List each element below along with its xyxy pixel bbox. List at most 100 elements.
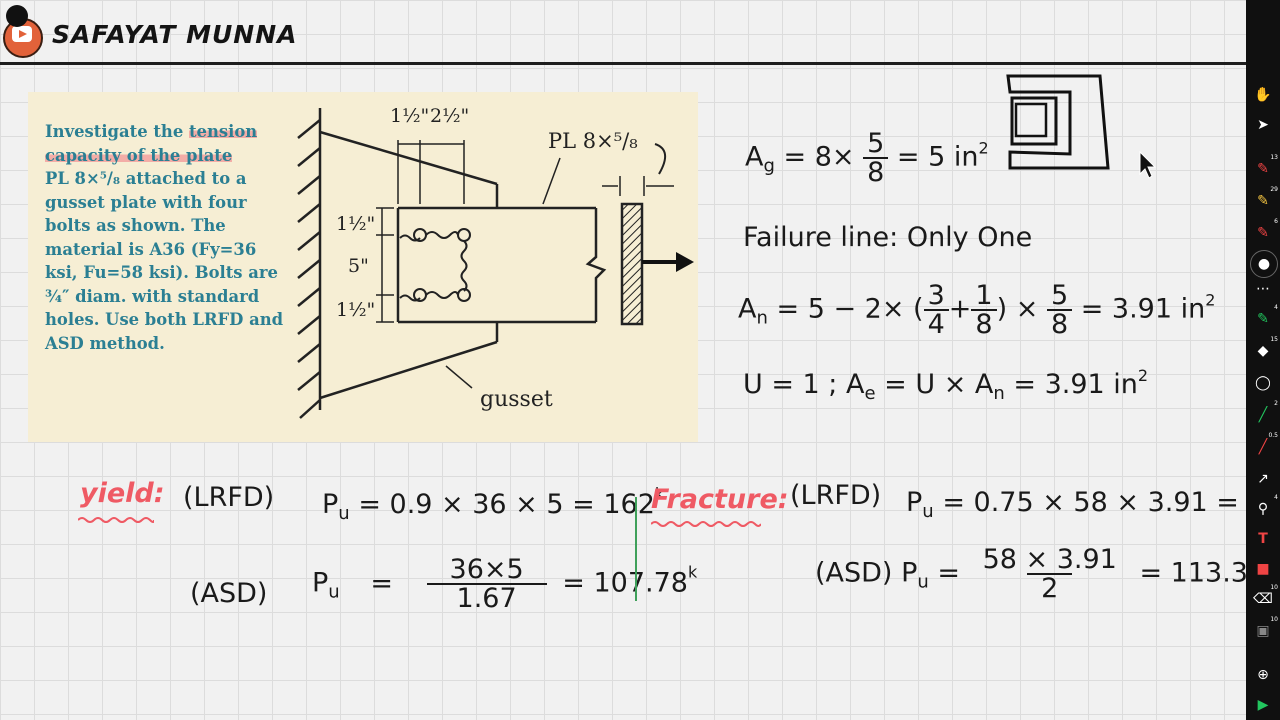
yield-lrfd-equation: Pu = 0.9 × 36 × 5 = 162k [322,484,664,524]
dim-top-1: 1½" [390,105,429,127]
expr: = 3.91 in [1080,293,1206,325]
subscript: n [756,307,768,329]
problem-card: Investigate the tension capacity of the … [28,92,698,442]
fracture-label: Fracture: [651,484,789,515]
subscript: u [328,581,340,603]
numerator: 5 [1050,280,1069,311]
numerator: 5 [867,128,885,159]
line-green-icon[interactable]: ╱2 [1258,400,1278,423]
superscript: 2 [1137,366,1149,385]
denominator: 8 [863,157,889,186]
expr: = 3.91 in [1013,369,1138,400]
symbol: P [906,487,923,518]
play-button-icon[interactable]: ▶ [1257,697,1269,713]
clear-icon[interactable]: ▣10 [1256,616,1278,639]
problem-line: material is A36 (Fy=36 [45,239,257,259]
gusset-plate [319,130,499,400]
problem-line: ksi, Fu=58 ksi). Bolts are [45,263,278,282]
problem-line: capacity of the plate [45,145,233,165]
subscript: e [864,383,876,404]
symbol: A [738,293,757,325]
dim-left-2: 5" [348,255,369,277]
yield-lrfd-tag: (LRFD) [183,482,275,513]
eyedropper-icon[interactable]: ⚲4 [1257,494,1278,517]
pen-green-icon[interactable]: ✎4 [1257,304,1278,327]
more-options-icon[interactable]: ⋯ [1256,281,1270,297]
denominator: 2 [1027,573,1073,602]
arrow-tool-icon[interactable]: ↗ [1257,471,1269,487]
symbol: A [745,141,764,173]
fracture-underline [651,521,761,527]
tension-plate [396,206,607,324]
symbol: P [312,567,329,599]
unit: k [687,562,698,582]
superscript: 2 [978,138,989,158]
problem-line: gusset plate with four [45,192,247,212]
line-red-icon[interactable]: ╱0.5 [1258,432,1278,455]
fixed-support [297,108,322,419]
badge: 13 [1270,154,1278,161]
expr: ) × [996,293,1039,325]
denominator: 4 [923,309,949,338]
numerator: 1 [975,280,993,311]
plate-label: PL 8×⁵/₈ [548,129,638,153]
badge: 4 [1274,494,1278,501]
lasso-icon[interactable]: ◯ [1255,375,1271,391]
pen-yellow-icon[interactable]: ✎29 [1257,186,1278,209]
brand-title: SAFAYAT MUNNA [52,20,298,49]
equals: = [370,567,393,599]
denominator: 8 [971,309,997,338]
failure-line-note: Failure line: Only One [743,222,1033,253]
dim-top-2: 2½" [430,105,469,127]
highlighter-icon[interactable]: ◆15 [1257,336,1278,359]
denominator: 1.67 [426,583,547,612]
hand-tool-icon[interactable]: ✋ [1254,87,1272,103]
badge: 10 [1270,584,1278,591]
brush-size-icon[interactable]: ● [1250,250,1278,278]
record-indicator-icon [6,5,28,27]
problem-line: PL 8×⁵/₈ attached to a [45,169,247,188]
numerator: 36×5 [449,554,524,585]
problem-statement: Investigate the tension capacity of the … [45,120,285,355]
fracture-asd-tag: (ASD) [815,557,893,589]
dimension-lines [376,140,465,323]
dim-left-1: 1½" [336,213,375,235]
expr: U = 1 ; A [743,369,865,400]
subscript: u [917,571,929,593]
expr: = 0.75 × 58 × 3.91 = 170.1 [942,487,1280,518]
dim-left-3: 1½" [336,299,375,321]
expr: = U × A [884,369,994,400]
superscript: 2 [1205,290,1216,310]
section-sketch [1006,74,1110,170]
plate-leader [542,157,561,205]
yield-label: yield: [80,478,165,509]
badge: 2 [1274,400,1278,407]
header-divider [0,62,1246,65]
eraser-icon[interactable]: ⌫10 [1253,584,1278,607]
gusset-label: gusset [480,387,553,412]
add-icon[interactable]: ⊕ [1257,667,1269,683]
equals: = [937,557,960,589]
symbol: P [901,557,918,589]
pointer-tool-icon[interactable]: ➤ [1257,117,1269,133]
problem-line: ¾″ diam. with standard [45,286,260,306]
expr: = 5 − 2× ( [776,293,924,325]
text-tool-icon[interactable]: T [1258,531,1268,547]
subscript: u [922,501,934,522]
shape-tool-icon[interactable]: ■ [1256,561,1270,577]
numerator: 3 [927,280,945,311]
badge: 15 [1270,336,1278,343]
numerator: 58 × 3.91 [982,544,1117,575]
subscript: u [338,503,350,524]
subscript: g [763,155,775,177]
pen-red-2-icon[interactable]: ✎6 [1257,218,1278,241]
pen-red-icon[interactable]: ✎13 [1257,154,1278,177]
badge: 0.5 [1268,432,1278,439]
